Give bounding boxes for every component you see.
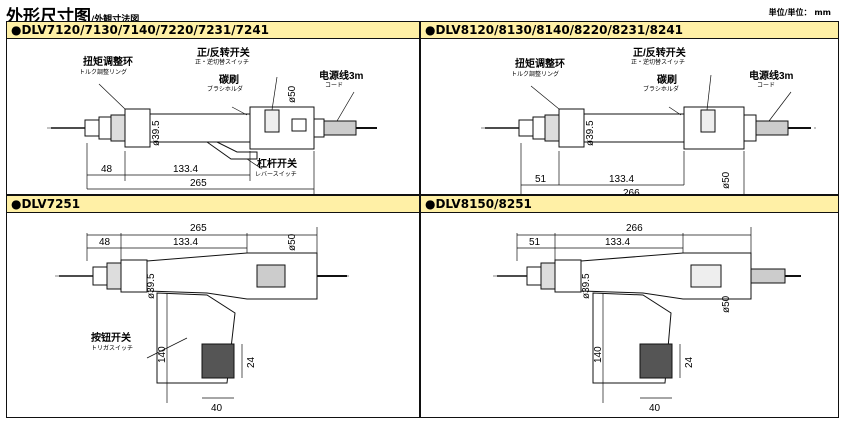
panel-title: ●DLV8120/8130/8140/8220/8231/8241 <box>421 22 838 39</box>
torque-ring-sub: トルク調整リング <box>511 70 559 78</box>
cord-sub: コード <box>325 82 343 89</box>
switch-sub: 正・逆切替スイッチ <box>195 58 249 66</box>
torque-ring-label: 扭矩调整环 <box>515 57 565 70</box>
dia-39: ø39.5 <box>585 120 596 146</box>
unit-label: 単位/単位： mm <box>768 8 831 17</box>
dia-50: ø50 <box>287 233 298 251</box>
panel-dlv8150: ●DLV8150/8251 266 51 <box>420 195 839 418</box>
dim-133: 133.4 <box>605 237 630 248</box>
dim-133: 133.4 <box>173 164 198 175</box>
dim-24: 24 <box>246 356 257 368</box>
trigger-switch-label: 按钮开关 <box>91 331 131 344</box>
panel-title: ●DLV8150/8251 <box>421 196 838 213</box>
switch-label: 正/反转开关 <box>633 46 686 59</box>
dim-140: 140 <box>593 346 604 363</box>
pistol-driver-drawing: 按钮开关 トリガスイッチ 265 48 133.4 ø39.5 ø50 140 … <box>55 223 352 414</box>
dia-39: ø39.5 <box>146 273 157 299</box>
panel-dlv7120: ●DLV7120/7130/7140/7220/7231/7241 <box>6 21 420 195</box>
torque-ring-label: 扭矩调整环 <box>83 55 133 68</box>
dim-51: 51 <box>535 174 547 185</box>
dim-51: 51 <box>529 237 541 248</box>
brush-label: 碳刷 <box>657 73 677 86</box>
straight-driver-drawing: 扭矩调整环 トルク調整リング 正/反转开关 正・逆切替スイッチ 碳刷 ブラシホル… <box>47 46 377 194</box>
dim-133: 133.4 <box>609 174 634 185</box>
panel-dlv8120: ●DLV8120/8130/8140/8220/8231/8241 <box>420 21 839 195</box>
pistol-driver-drawing: 266 51 133.4 ø39.5 ø50 140 24 40 <box>493 223 801 414</box>
panel-title: ●DLV7251 <box>7 196 419 213</box>
page-subtitle: /外観寸法図 <box>91 15 140 25</box>
dim-265: 265 <box>190 178 207 189</box>
cord-label: 电源线3m <box>749 69 794 82</box>
cord-sub: コード <box>757 82 775 89</box>
straight-driver-drawing: 扭矩调整环 トルク調整リング 正/反转开关 正・逆切替スイッチ 碳刷 ブラシホル… <box>481 46 816 194</box>
dim-48: 48 <box>101 164 113 175</box>
dia-50: ø50 <box>721 295 732 313</box>
torque-ring-sub: トルク調整リング <box>79 68 127 76</box>
brush-sub: ブラシホルダ <box>207 85 243 93</box>
trigger-switch-sub: トリガスイッチ <box>91 344 133 352</box>
lever-switch-label: 杠杆开关 <box>257 157 297 170</box>
dim-40: 40 <box>211 403 223 414</box>
lever-switch-sub: レバースイッチ <box>255 171 297 178</box>
brush-label: 碳刷 <box>219 73 239 86</box>
dia-39: ø39.5 <box>581 273 592 299</box>
dim-133: 133.4 <box>173 237 198 248</box>
brush-sub: ブラシホルダ <box>643 85 679 93</box>
dim-140: 140 <box>157 346 168 363</box>
dim-24: 24 <box>684 356 695 368</box>
dim-266: 266 <box>623 188 640 194</box>
switch-label: 正/反转开关 <box>197 46 250 59</box>
dia-50: ø50 <box>721 171 732 189</box>
switch-sub: 正・逆切替スイッチ <box>631 58 685 66</box>
dim-266: 266 <box>626 223 643 234</box>
dim-40: 40 <box>649 403 661 414</box>
dia-39: ø39.5 <box>151 120 162 146</box>
panel-title: ●DLV7120/7130/7140/7220/7231/7241 <box>7 22 419 39</box>
dia-50: ø50 <box>287 85 298 103</box>
dim-48: 48 <box>99 237 111 248</box>
cord-label: 电源线3m <box>319 69 364 82</box>
dim-265: 265 <box>190 223 207 234</box>
panel-dlv7251: ●DLV7251 按钮开关 トリガスイッチ <box>6 195 420 418</box>
